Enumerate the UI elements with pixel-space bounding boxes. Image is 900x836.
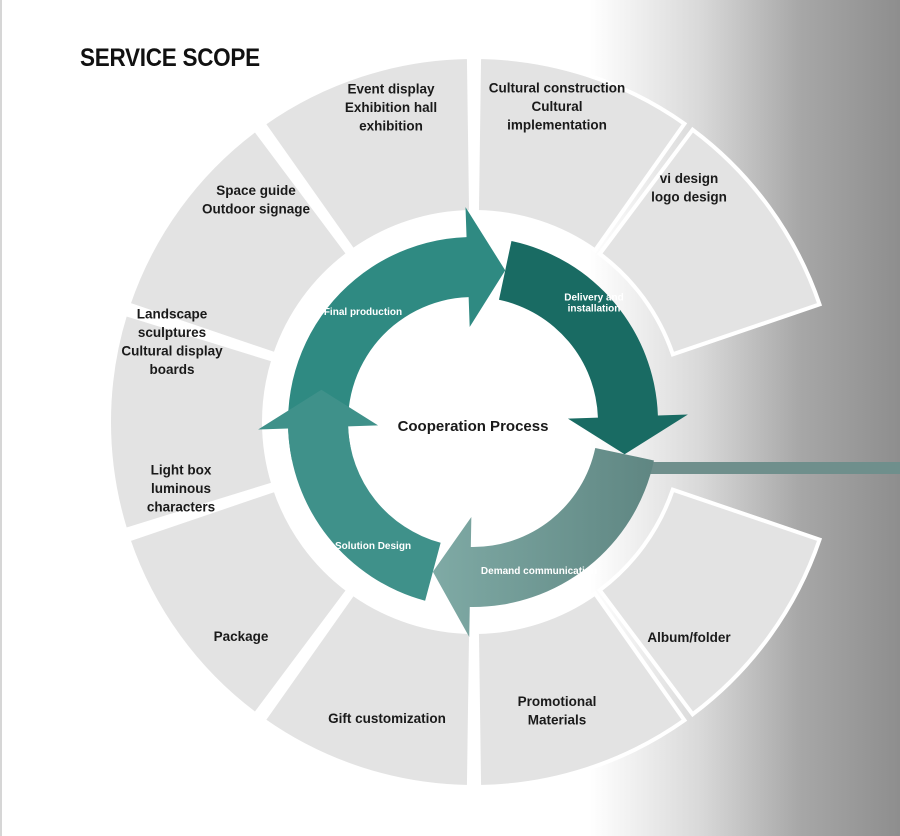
- process-step-label-line: installation: [568, 304, 621, 315]
- ring-segment-label-line: sculptures: [138, 325, 206, 340]
- ring-segment-2: [596, 487, 823, 718]
- arrow-delivery-installation: [498, 241, 688, 455]
- ring-segment-label-line: Space guide: [216, 183, 296, 198]
- ring-segment-label-line: implementation: [507, 118, 607, 133]
- ring-segment-label-line: Cultural: [531, 99, 582, 114]
- ring-segment-label-line: Outdoor signage: [202, 201, 310, 216]
- ring-segment-label-line: Cultural display: [121, 343, 223, 358]
- ring-segment-6: [107, 311, 276, 533]
- ring-segment-label-line: Album/folder: [647, 630, 731, 645]
- page-title: SERVICE SCOPE: [80, 44, 260, 72]
- ring-segment-label-line: Landscape: [137, 306, 208, 321]
- ring-segment-label-line: exhibition: [359, 119, 423, 134]
- ring-segment-label-line: luminous: [151, 481, 211, 496]
- ring-segment-label: vi design logo design: [651, 171, 727, 205]
- ring-segment-label-line: Package: [214, 629, 269, 644]
- ring-segment-7: [125, 126, 352, 357]
- ring-segment-label-line: Cultural construction: [489, 81, 626, 96]
- ring-segment-label-line: Event display: [347, 82, 435, 97]
- ring-segment-label-line: vi design: [660, 171, 719, 186]
- ring-segment-label-line: Promotional: [518, 694, 597, 709]
- left-border-line: [0, 0, 2, 836]
- arrow-solution-design: [258, 389, 441, 601]
- ring-segment-label-line: logo design: [651, 189, 727, 204]
- process-step-label-line: Final production: [324, 307, 402, 318]
- ring-segment-label-line: Exhibition hall: [345, 100, 437, 115]
- ring-segment-label-line: Materials: [528, 712, 587, 727]
- arrow-demand-communication: [432, 447, 654, 637]
- process-step-label: Final production: [324, 307, 402, 318]
- connector: [598, 462, 900, 474]
- arrow-final-production: [288, 207, 506, 461]
- ring-segment-label-line: Gift customization: [328, 711, 446, 726]
- ring-segment-label: Gift customization: [328, 711, 446, 726]
- ring-segment-label: Light box luminous characters: [147, 463, 215, 515]
- ring-segment-label: Package: [214, 629, 269, 644]
- ring-segment-label: Album/folder: [647, 630, 731, 645]
- service-ring: [107, 55, 823, 789]
- ring-segment-5: [125, 487, 352, 718]
- ring-segment-3: [474, 590, 688, 789]
- process-step-label-line: Solution Design: [335, 541, 411, 552]
- process-step-label: Demand communication: [481, 566, 597, 577]
- ring-segment-0: [474, 55, 688, 254]
- process-cycle: [258, 207, 688, 637]
- center-label: Cooperation Process: [398, 418, 549, 435]
- process-step-label-line: Demand communication: [481, 566, 597, 577]
- process-step-label-line: Delivery and: [564, 293, 623, 304]
- process-step-label: Solution Design: [335, 541, 411, 552]
- ring-segment-label-line: boards: [149, 362, 194, 377]
- connector-line: [598, 462, 900, 474]
- ring-segment-label-line: characters: [147, 500, 215, 515]
- ring-segment-9: [260, 55, 474, 254]
- ring-segment-label-line: Light box: [151, 463, 212, 478]
- ring-segment-1: [596, 126, 823, 357]
- ring-segment-4: [260, 590, 474, 789]
